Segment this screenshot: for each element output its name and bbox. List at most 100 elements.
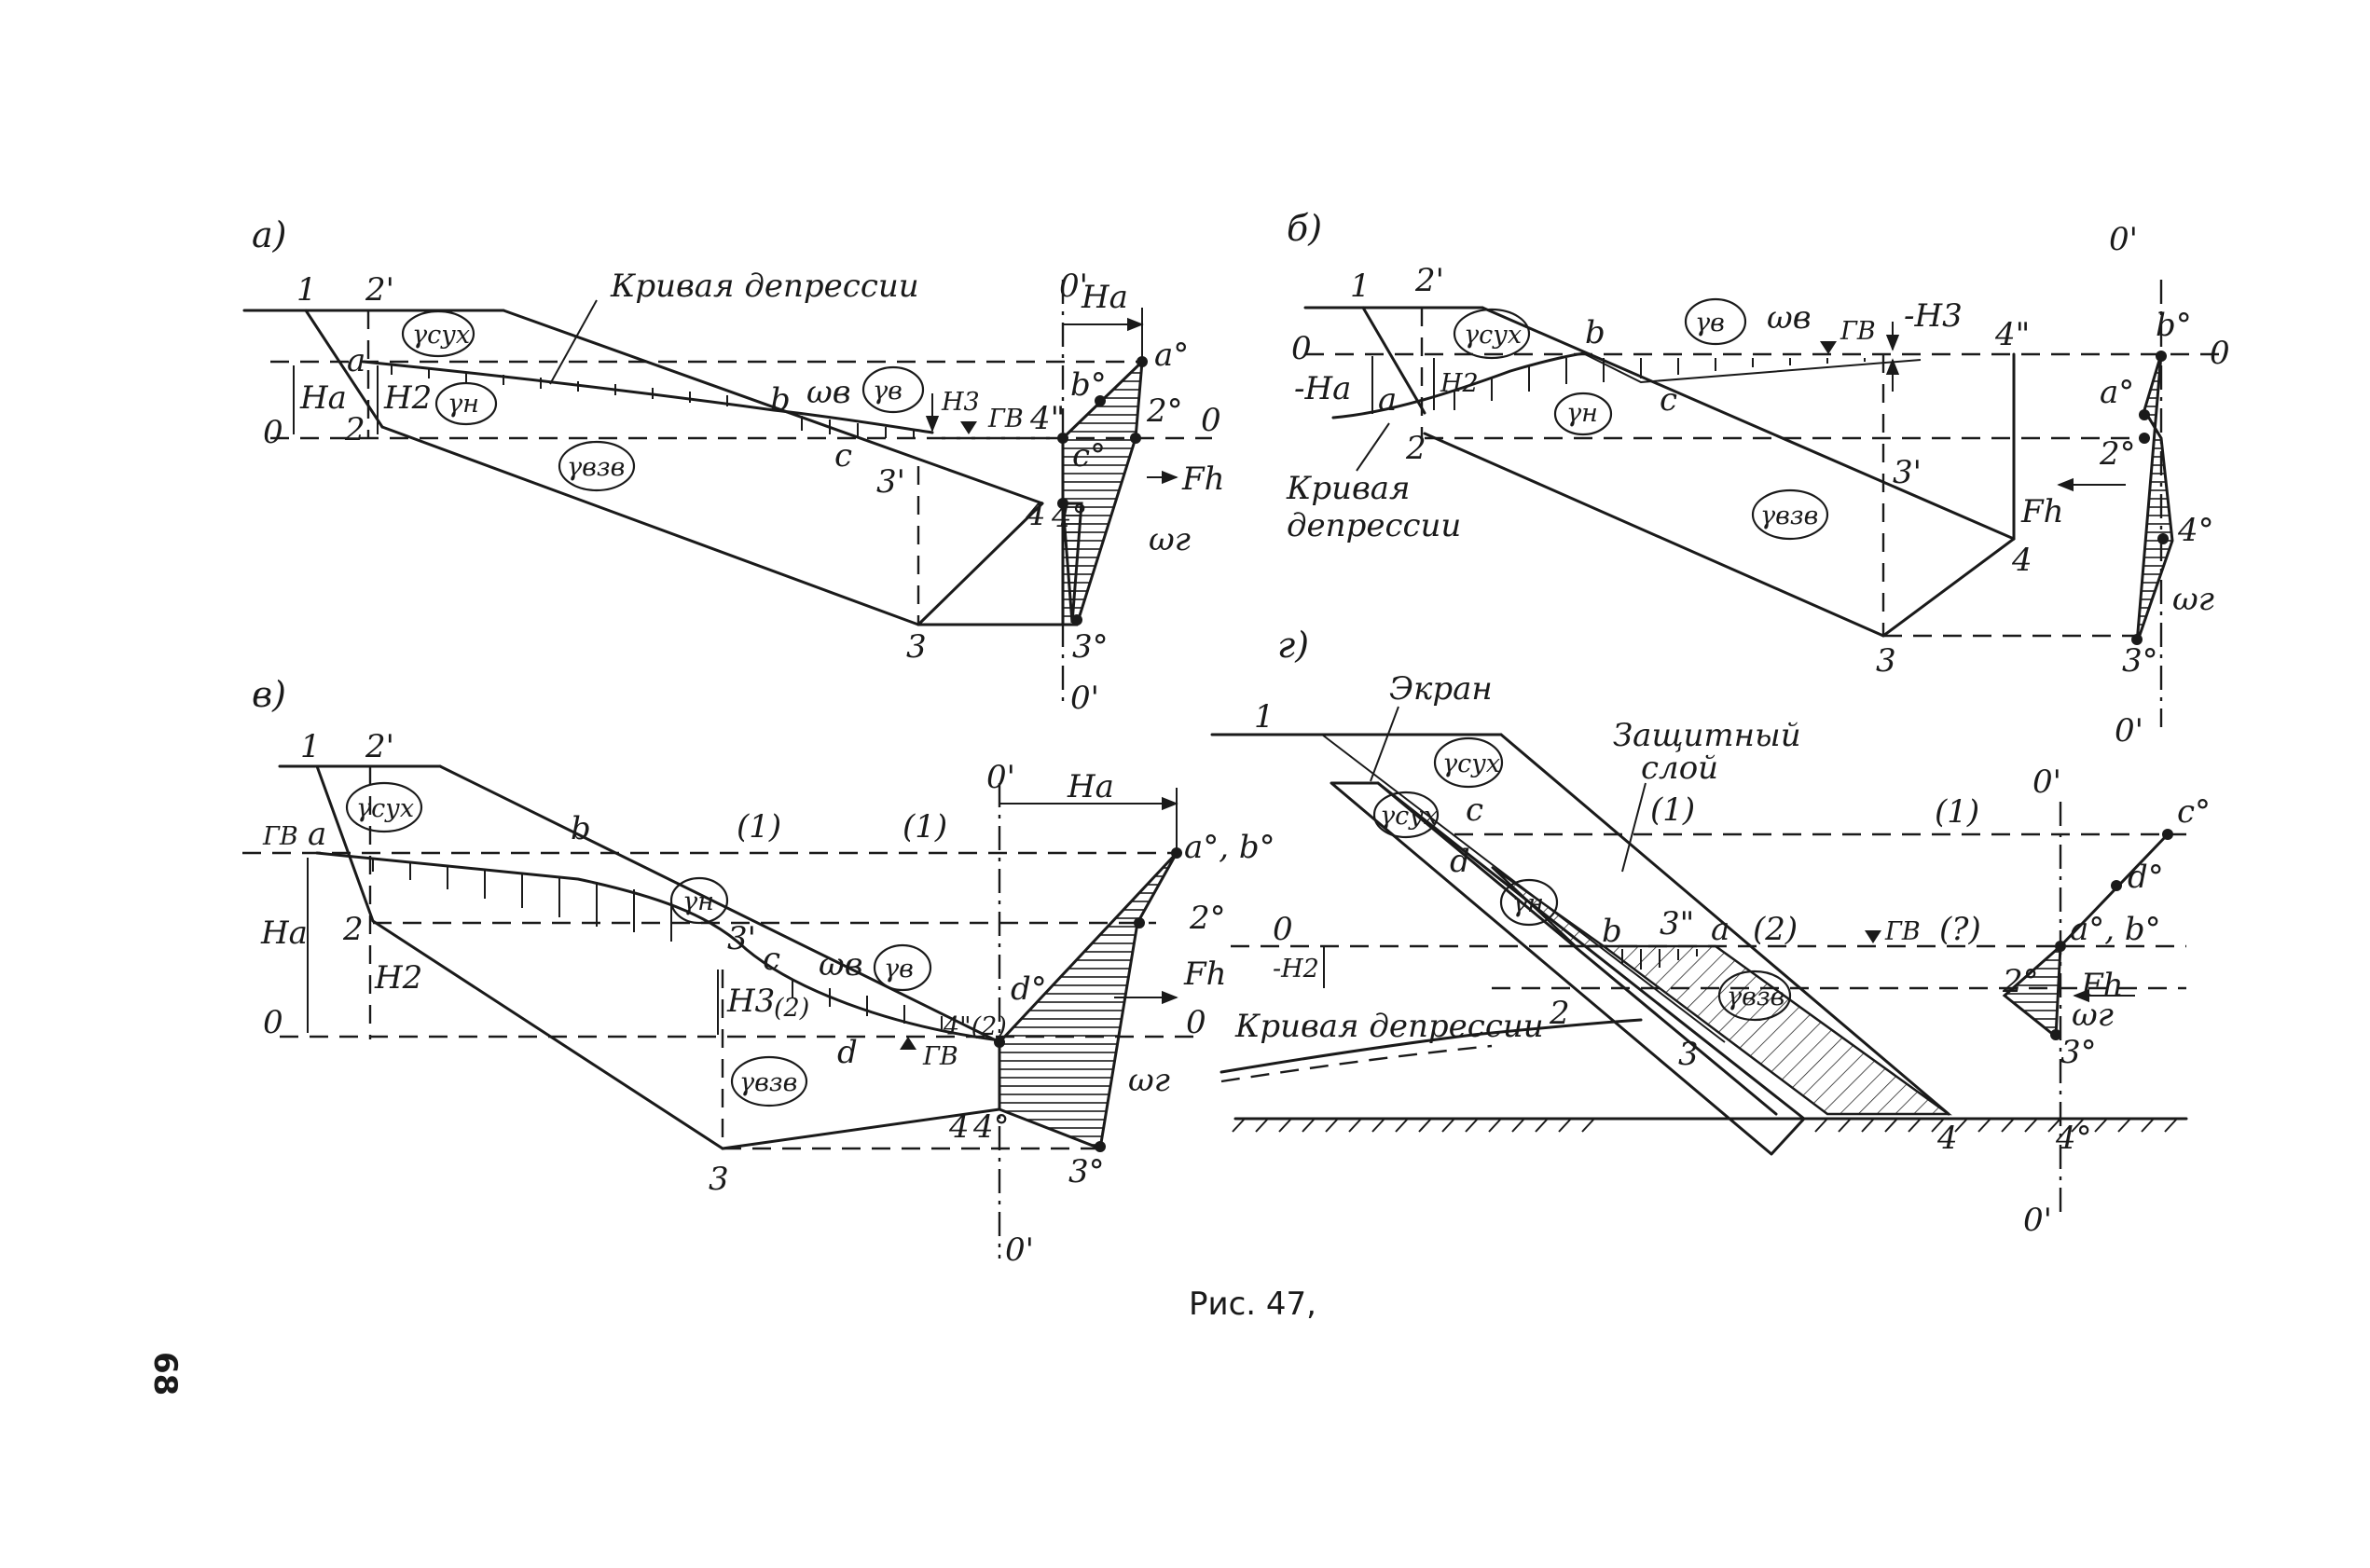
panel-g-label: г) — [1277, 625, 1309, 666]
gamma-dry-bubble-screen: γсух — [1372, 791, 1440, 839]
pt-a: a — [1378, 381, 1397, 419]
line-2-3 — [1423, 432, 1885, 638]
omega-g-label: ωг — [2072, 997, 2114, 1034]
level-1-a: (1) — [737, 808, 781, 846]
h2-label: -H2 — [1273, 955, 1319, 983]
svg-text:γсух: γсух — [356, 794, 414, 823]
pt-4-0: 4° — [1051, 498, 1088, 535]
pt-a0: a° — [1154, 337, 1189, 374]
depression-curve — [1219, 1018, 1643, 1074]
pt-3-0: 3° — [2122, 642, 2158, 680]
pt-3: 3 — [709, 1161, 729, 1198]
axis-top-label: 0' — [2109, 221, 2138, 258]
pt-d: d — [837, 1034, 858, 1071]
depression-curve-label-1: Кривая — [1286, 470, 1411, 507]
gv-label: ГВ — [1884, 917, 1921, 946]
zero-left: 0 — [263, 414, 283, 451]
h2-label: H2 — [374, 959, 422, 997]
pt-2: 2 — [344, 411, 365, 448]
zero-left: 0 — [1291, 330, 1312, 367]
pt-2-0: 2° — [2002, 963, 2039, 1000]
omega-w-label: ωв — [1767, 299, 1812, 337]
pt-a: a — [1711, 911, 1729, 948]
pt-b0: b° — [2156, 307, 2192, 344]
line-3-4 — [721, 1107, 1001, 1150]
line-1-2 — [315, 764, 375, 923]
svg-text:γн: γн — [1512, 889, 1544, 918]
svg-text:γв: γв — [1695, 309, 1725, 337]
pt-4: 4 — [1936, 1120, 1958, 1157]
ha-label: Hа — [299, 379, 347, 417]
force-label: Fh — [1181, 461, 1225, 498]
svg-text:γн: γн — [682, 887, 714, 916]
pressure-diagram-omega-g — [2135, 353, 2174, 644]
pt-2-0: 2° — [1189, 900, 1226, 937]
pt-c0: c° — [2177, 793, 2211, 831]
depression-curve — [1331, 351, 1587, 420]
gamma-susp-bubble: γвзв — [730, 1055, 808, 1107]
omega-w-arrows — [1621, 949, 1698, 970]
level-2b-label: (?) — [1939, 911, 1981, 948]
h2-label: H2 — [383, 379, 432, 417]
ha-label: Hа — [260, 915, 308, 952]
protective-label-1: Защитный — [1613, 717, 1801, 754]
svg-text:γвзв: γвзв — [739, 1068, 797, 1097]
pt-4-0: 4° — [2177, 512, 2214, 549]
depression-curve — [362, 360, 934, 434]
pt-2prime: 2' — [365, 728, 394, 765]
svg-text:γсух: γсух — [1464, 321, 1522, 350]
gamma-dry-bubble: γсух — [401, 309, 475, 358]
gv-triangle-icon — [1820, 341, 1837, 354]
svg-text:γсух: γсух — [1442, 750, 1500, 778]
pt-b0: b° — [1070, 366, 1107, 404]
pt-4-0: 4° — [972, 1108, 1010, 1146]
line-3-4 — [916, 502, 1044, 626]
gamma-sat-bubble: γн — [434, 381, 498, 426]
slope-line — [502, 309, 1044, 505]
gv-triangle-icon — [900, 1037, 916, 1050]
h3-label: H3 — [941, 388, 980, 417]
zero-left: 0 — [1273, 911, 1293, 948]
pt-3: 3 — [1678, 1036, 1699, 1073]
pt-2-0: 2° — [2099, 435, 2136, 473]
pt-2: 2 — [1405, 430, 1426, 467]
pressure-diagram-omega-g — [2002, 942, 2062, 1039]
svg-text:γвзв: γвзв — [1727, 983, 1784, 1011]
omega-w-label: ωв — [819, 946, 863, 983]
pt-4dd-2: 4"(2) — [943, 1012, 1007, 1041]
pt-b: b — [770, 381, 791, 419]
depression-curve-label: Кривая депрессии — [610, 268, 919, 305]
svg-text:γн: γн — [448, 390, 479, 419]
pt-c0: c° — [1072, 437, 1106, 475]
pt-a0: a° — [2100, 374, 2134, 411]
omega-w-label: ωв — [806, 374, 851, 411]
gamma-w-bubble: γв — [861, 365, 925, 414]
pt-1: 1 — [1350, 268, 1371, 305]
pt-2prime: 2' — [365, 271, 394, 309]
omega-g-label: ωг — [1149, 521, 1191, 558]
pt-2-0: 2° — [1146, 392, 1183, 430]
pt-1: 1 — [1254, 698, 1275, 736]
omega-w-arrows — [372, 858, 943, 1029]
omega-g-label: ωг — [1128, 1062, 1170, 1099]
level-1-b: (1) — [903, 808, 947, 846]
panel-g: г) — [1210, 625, 2211, 1239]
slope-line — [1499, 733, 1950, 1116]
svg-text:γсух: γсух — [1380, 802, 1438, 831]
pt-2: 2 — [342, 911, 364, 948]
force-label: Fh — [1183, 956, 1227, 993]
pt-3prime: 3' — [876, 463, 905, 501]
line-3-4 — [1881, 537, 2016, 638]
gv-label-left: ГВ — [262, 822, 298, 851]
gamma-susp-bubble: γвзв — [1717, 970, 1792, 1022]
gamma-susp-bubble: γвзв — [1751, 488, 1829, 541]
force-label: Fh — [2080, 967, 2124, 1004]
gamma-sat-bubble: γн — [1553, 392, 1613, 436]
pt-1: 1 — [296, 271, 317, 309]
pt-3: 3 — [1876, 642, 1896, 680]
protective-label-2: слой — [1641, 750, 1718, 787]
pt-c: c — [1660, 381, 1677, 419]
pt-4: 4 — [1025, 496, 1046, 533]
h2-label: H2 — [1440, 369, 1479, 398]
zero-right: 0 — [1186, 1004, 1206, 1041]
